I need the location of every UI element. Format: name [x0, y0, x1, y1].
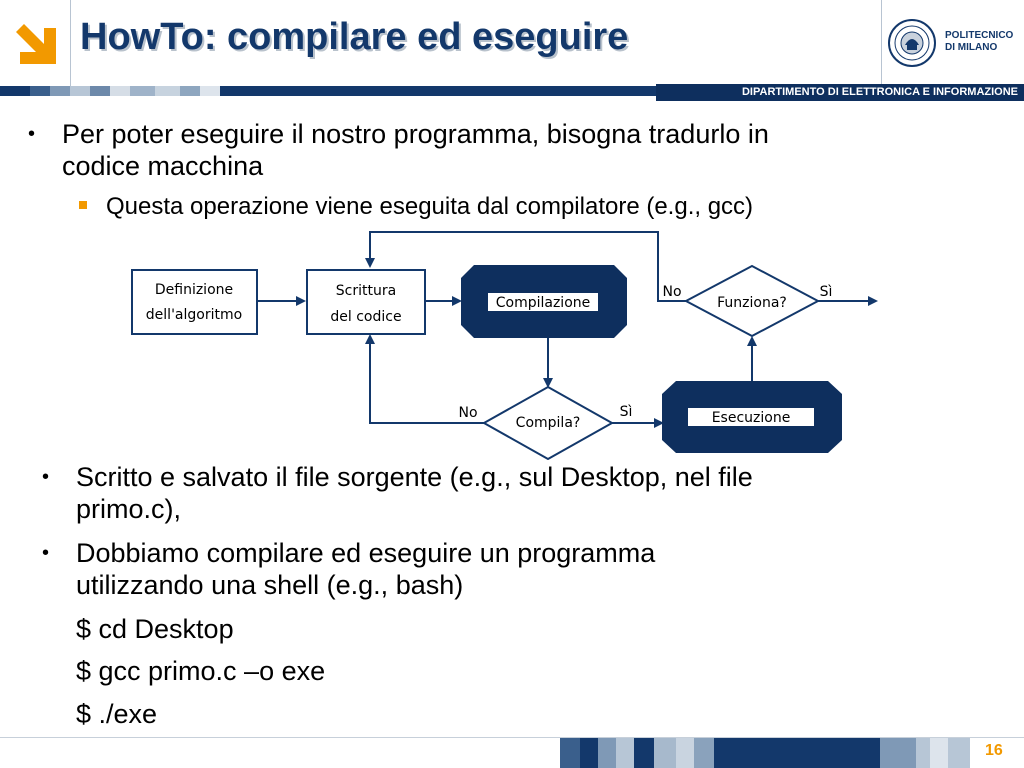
arrow-works-no	[365, 231, 686, 302]
write-box	[306, 269, 426, 335]
compile-label: Compilazione	[496, 295, 591, 311]
compile-no-label: No	[458, 405, 477, 421]
command-3: $ ./exe	[76, 699, 158, 729]
bullet-dot: •	[28, 123, 36, 145]
write-label-1: Scrittura	[336, 283, 396, 299]
page-title: HowTo: compilare ed eseguire	[80, 16, 629, 58]
page-number: 16	[985, 742, 1003, 759]
compile-label-bg	[488, 293, 598, 311]
institution-line-1: POLITECNICO	[945, 30, 1014, 41]
arrow-down-right-icon	[10, 18, 62, 70]
compile-yes-label: Sì	[620, 404, 633, 420]
works-check-diamond	[683, 264, 821, 338]
sub-bullet-square	[79, 201, 87, 209]
bullet-2-line-2: primo.c),	[76, 494, 182, 524]
command-2: $ gcc primo.c –o exe	[76, 656, 326, 686]
bullet-3-line-1: Dobbiamo compilare ed eseguire un progra…	[76, 538, 656, 568]
institution-line-2: DI MILANO	[945, 42, 998, 53]
bullet-dot: •	[42, 466, 50, 488]
politecnico-seal-icon	[888, 19, 936, 67]
exec-label-bg	[688, 408, 814, 426]
arrow-compile-no	[365, 334, 484, 424]
compile-check-label: Compila?	[516, 415, 581, 431]
title-divider	[70, 0, 71, 86]
works-yes-label: Sì	[820, 284, 833, 300]
footer-color-band	[560, 738, 1024, 768]
write-label-2: del codice	[330, 309, 401, 325]
logo-divider	[881, 0, 882, 86]
works-no-label: No	[662, 284, 681, 300]
exec-label: Esecuzione	[712, 410, 791, 426]
compile-flowchart: Definizione dell'algoritmo Scrittura del…	[131, 231, 878, 460]
header-color-band	[0, 86, 1024, 96]
bullet-1-line-1: Per poter eseguire il nostro programma, …	[62, 119, 769, 149]
bullet-1-line-2: codice macchina	[62, 151, 264, 181]
institution-name: POLITECNICO DI MILANO	[945, 30, 1013, 54]
def-label-2: dell'algoritmo	[146, 307, 242, 323]
def-box	[131, 269, 258, 335]
bullet-2-line-1: Scritto e salvato il file sorgente (e.g.…	[76, 462, 753, 492]
def-label-1: Definizione	[155, 282, 233, 298]
works-check-label: Funziona?	[717, 295, 787, 311]
bullet-3-line-2: utilizzando una shell (e.g., bash)	[76, 570, 464, 600]
command-1: $ cd Desktop	[76, 614, 234, 644]
sub-bullet-1: Questa operazione viene eseguita dal com…	[106, 193, 754, 220]
compile-check-diamond	[481, 385, 615, 460]
footer-divider	[0, 737, 1024, 738]
bullet-dot: •	[42, 542, 50, 564]
department-label: DIPARTIMENTO DI ELETTRONICA E INFORMAZIO…	[656, 84, 1024, 101]
